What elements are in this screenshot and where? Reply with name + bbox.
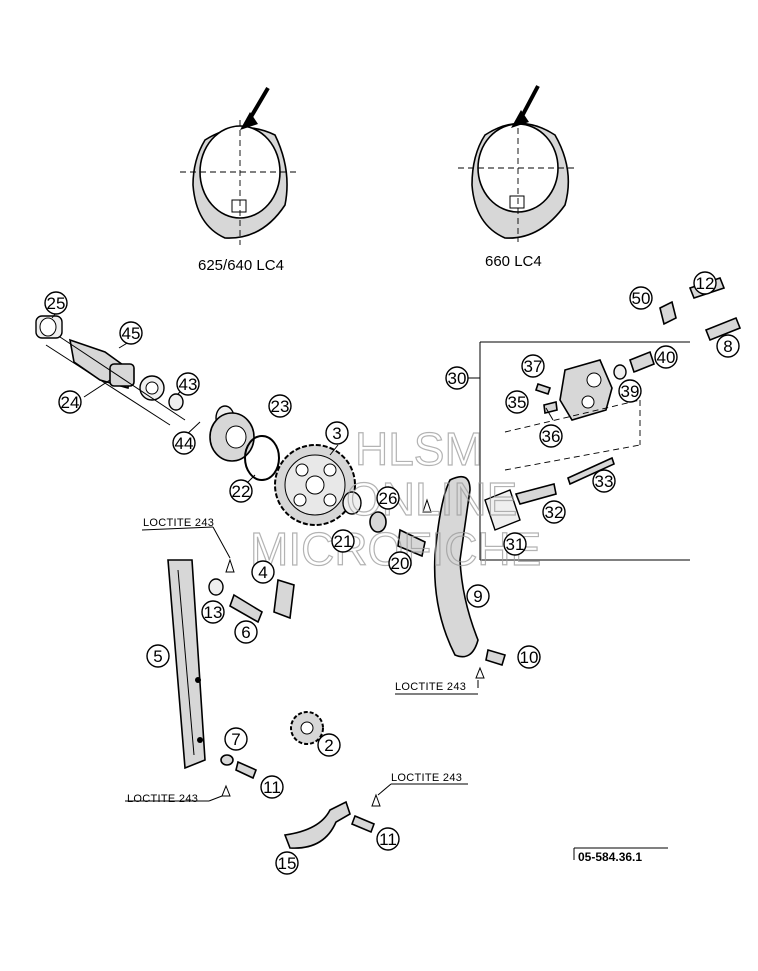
- chain-tensioner-rail: [433, 475, 506, 679]
- svg-text:37: 37: [524, 357, 543, 376]
- callout-33: 33: [592, 469, 616, 493]
- callout-37: 37: [521, 354, 545, 378]
- watermark-line-2: ONLINE: [346, 473, 517, 525]
- loctite-note-lower-right: LOCTITE 243: [391, 772, 462, 784]
- svg-text:25: 25: [47, 294, 66, 313]
- loctite-note-right: LOCTITE 243: [395, 681, 466, 693]
- callout-8: 8: [716, 334, 740, 358]
- caption-625-640: 625/640 LC4: [198, 257, 284, 274]
- loctite-note-lower-left: LOCTITE 243: [127, 793, 198, 805]
- svg-text:23: 23: [271, 397, 290, 416]
- callout-25: 25: [44, 291, 68, 315]
- svg-text:33: 33: [595, 472, 614, 491]
- svg-text:11: 11: [263, 778, 281, 797]
- callout-12: 12: [693, 271, 717, 295]
- callout-44: 44: [172, 431, 196, 455]
- svg-text:10: 10: [520, 648, 539, 667]
- svg-text:21: 21: [334, 532, 353, 551]
- callout-40: 40: [654, 345, 678, 369]
- callout-13: 13: [201, 600, 225, 624]
- svg-text:30: 30: [448, 369, 467, 388]
- callout-23: 23: [268, 394, 292, 418]
- svg-text:7: 7: [231, 730, 240, 749]
- callout-5: 5: [146, 644, 170, 668]
- camshaft-sprocket: [274, 444, 432, 558]
- svg-text:5: 5: [153, 647, 162, 666]
- callout-11-right: 11: [376, 827, 400, 851]
- svg-text:11: 11: [379, 830, 397, 849]
- callout-2: 2: [317, 733, 341, 757]
- callout-39: 39: [618, 379, 642, 403]
- loctite-note-upper-left: LOCTITE 243: [143, 517, 214, 529]
- variant-625-640-detail: 625/640 LC4: [180, 86, 300, 274]
- callout-22: 22: [229, 479, 253, 503]
- diagram-reference-code: 05-584.36.1: [578, 850, 642, 864]
- callout-43: 43: [176, 372, 200, 396]
- callout-7: 7: [224, 727, 248, 751]
- watermark-line-1: HLSM: [355, 423, 483, 475]
- svg-text:40: 40: [657, 348, 676, 367]
- crank-sprocket: [290, 711, 324, 745]
- chain-guide-left: [167, 559, 206, 770]
- callout-45: 45: [119, 321, 143, 345]
- callout-11-left: 11: [260, 775, 284, 799]
- callout-21: 21: [331, 529, 355, 553]
- callout-10: 10: [517, 645, 541, 669]
- callout-35: 35: [505, 390, 529, 414]
- svg-text:35: 35: [508, 393, 527, 412]
- camshaft-assembly: [35, 315, 280, 481]
- callout-20: 20: [388, 551, 412, 575]
- svg-text:43: 43: [179, 375, 198, 394]
- tensioner-bolt-group: [208, 558, 295, 624]
- svg-text:31: 31: [506, 535, 525, 554]
- callout-15: 15: [275, 851, 299, 875]
- svg-text:44: 44: [175, 434, 194, 453]
- callout-6: 6: [234, 620, 258, 644]
- callout-32: 32: [542, 500, 566, 524]
- svg-text:24: 24: [61, 393, 80, 412]
- svg-text:50: 50: [632, 289, 651, 308]
- svg-text:32: 32: [545, 503, 564, 522]
- callout-4: 4: [251, 560, 275, 584]
- svg-text:13: 13: [204, 603, 223, 622]
- svg-text:3: 3: [332, 424, 341, 443]
- caption-660: 660 LC4: [485, 253, 542, 270]
- watermark: HLSM ONLINE MICROFICHE: [249, 422, 542, 575]
- svg-text:22: 22: [232, 482, 251, 501]
- callout-36: 36: [539, 424, 563, 448]
- svg-text:15: 15: [278, 854, 297, 873]
- svg-text:39: 39: [621, 382, 640, 401]
- svg-text:4: 4: [258, 563, 267, 582]
- svg-text:36: 36: [542, 427, 561, 446]
- tensioner-assembly: [479, 277, 742, 561]
- callout-50: 50: [629, 286, 653, 310]
- lower-bolt-group: [220, 754, 258, 797]
- callout-24: 24: [58, 390, 82, 414]
- svg-text:20: 20: [391, 554, 410, 573]
- callout-9: 9: [466, 584, 490, 608]
- svg-text:26: 26: [379, 489, 398, 508]
- callout-30: 30: [445, 366, 469, 390]
- callout-31: 31: [503, 532, 527, 556]
- callout-3: 3: [325, 421, 349, 445]
- callout-26: 26: [376, 486, 400, 510]
- part-callouts: 25 45 24 43 44 23 22 3 26 21 20 4 13 6 5…: [44, 271, 740, 875]
- svg-text:2: 2: [324, 736, 333, 755]
- svg-text:12: 12: [696, 274, 715, 293]
- variant-660-detail: 660 LC4: [458, 85, 578, 270]
- svg-text:9: 9: [473, 587, 482, 606]
- chain-guide-bracket: [283, 793, 381, 849]
- svg-text:45: 45: [122, 324, 141, 343]
- svg-text:8: 8: [723, 337, 732, 356]
- svg-text:6: 6: [241, 623, 250, 642]
